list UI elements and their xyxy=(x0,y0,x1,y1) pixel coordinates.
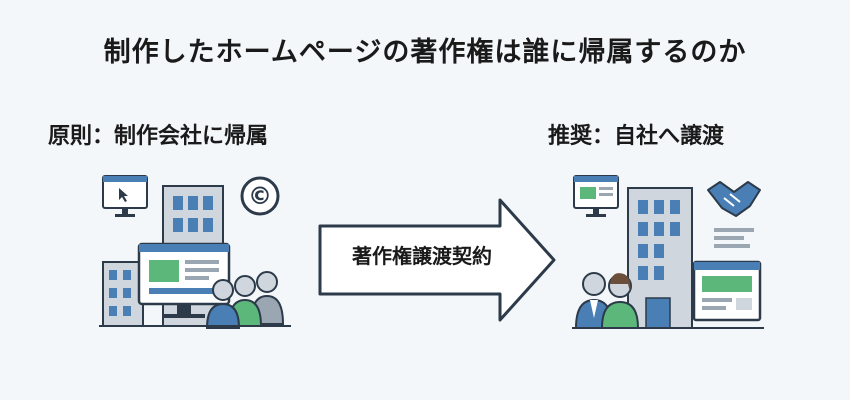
arrow-label: 著作権譲渡契約 xyxy=(352,244,492,268)
monitor-cursor-icon xyxy=(102,175,148,217)
handshake-icon xyxy=(707,181,761,217)
desktop-computer-icon xyxy=(137,242,231,318)
monitor-icon xyxy=(573,175,619,217)
own-company-illustration xyxy=(572,175,764,329)
transfer-arrow xyxy=(318,198,556,322)
left-panel-label: 原則：制作会社に帰属 xyxy=(48,124,269,149)
businesspeople-icon xyxy=(574,272,640,329)
production-company-illustration: © xyxy=(99,175,291,329)
page-title: 制作したホームページの著作権は誰に帰属するのか xyxy=(103,37,747,68)
copyright-icon: © xyxy=(240,176,280,216)
people-group-icon xyxy=(205,271,285,329)
svg-text:©: © xyxy=(248,182,272,210)
right-panel-label: 推奨：自社へ譲渡 xyxy=(548,124,725,149)
small-building-icon xyxy=(102,261,144,327)
document-lines-icon xyxy=(714,228,754,248)
browser-window-icon xyxy=(692,260,762,322)
office-building-icon xyxy=(627,187,693,329)
